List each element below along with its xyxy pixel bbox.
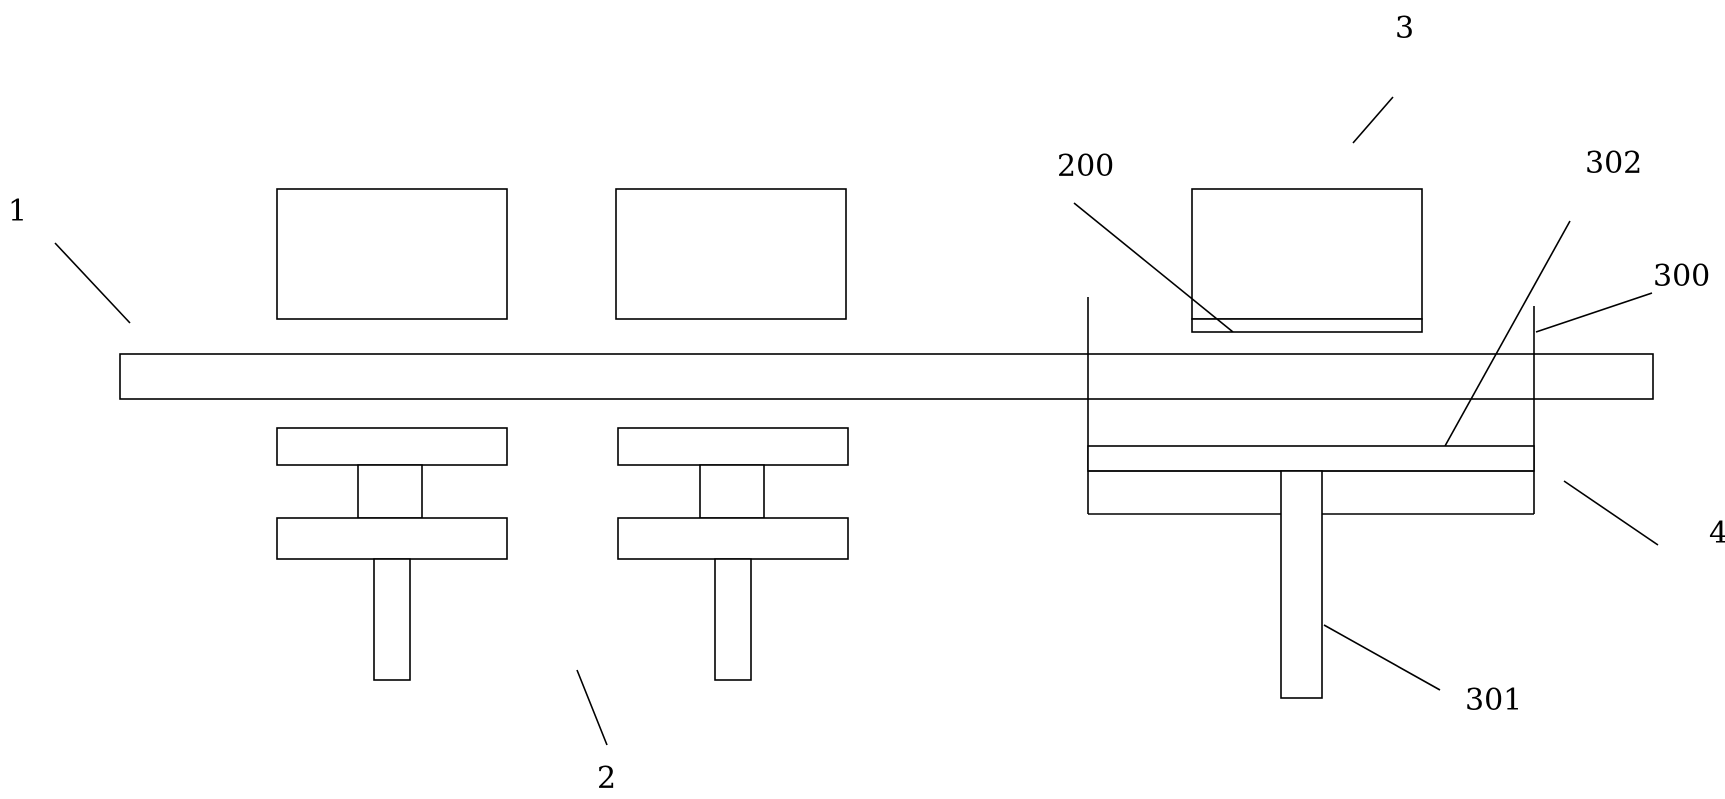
support-middle-bottom-plate — [617, 517, 849, 560]
upper-box-left — [276, 188, 508, 320]
support-middle-connector — [699, 464, 765, 519]
label-1: 1 — [8, 194, 27, 229]
support-left-connector — [357, 464, 423, 519]
leader-line-3 — [1352, 96, 1394, 144]
support-left-bottom-plate — [276, 517, 508, 560]
label-2: 2 — [597, 761, 616, 796]
support-middle-post — [714, 558, 752, 681]
label-302: 302 — [1585, 146, 1642, 181]
support-left-post — [373, 558, 411, 681]
leader-line-302 — [1444, 220, 1571, 447]
upper-box-right-base-strip — [1191, 318, 1423, 333]
label-301: 301 — [1465, 683, 1522, 718]
leader-line-2 — [576, 669, 608, 746]
leader-line-200 — [1073, 202, 1234, 333]
label-300: 300 — [1653, 259, 1710, 294]
leader-line-300 — [1535, 292, 1653, 333]
leader-line-1 — [54, 242, 131, 324]
lift-plate — [1087, 445, 1535, 472]
label-4: 4 — [1709, 516, 1725, 551]
leader-line-301 — [1323, 624, 1441, 691]
label-200: 200 — [1057, 149, 1114, 184]
upper-box-middle — [615, 188, 847, 320]
support-left-top-plate — [276, 427, 508, 466]
leader-line-4 — [1563, 480, 1659, 546]
support-middle-top-plate — [617, 427, 849, 466]
lift-post — [1280, 470, 1323, 699]
upper-box-right — [1191, 188, 1423, 320]
conveyor-bar — [119, 353, 1654, 400]
label-3: 3 — [1395, 11, 1414, 46]
